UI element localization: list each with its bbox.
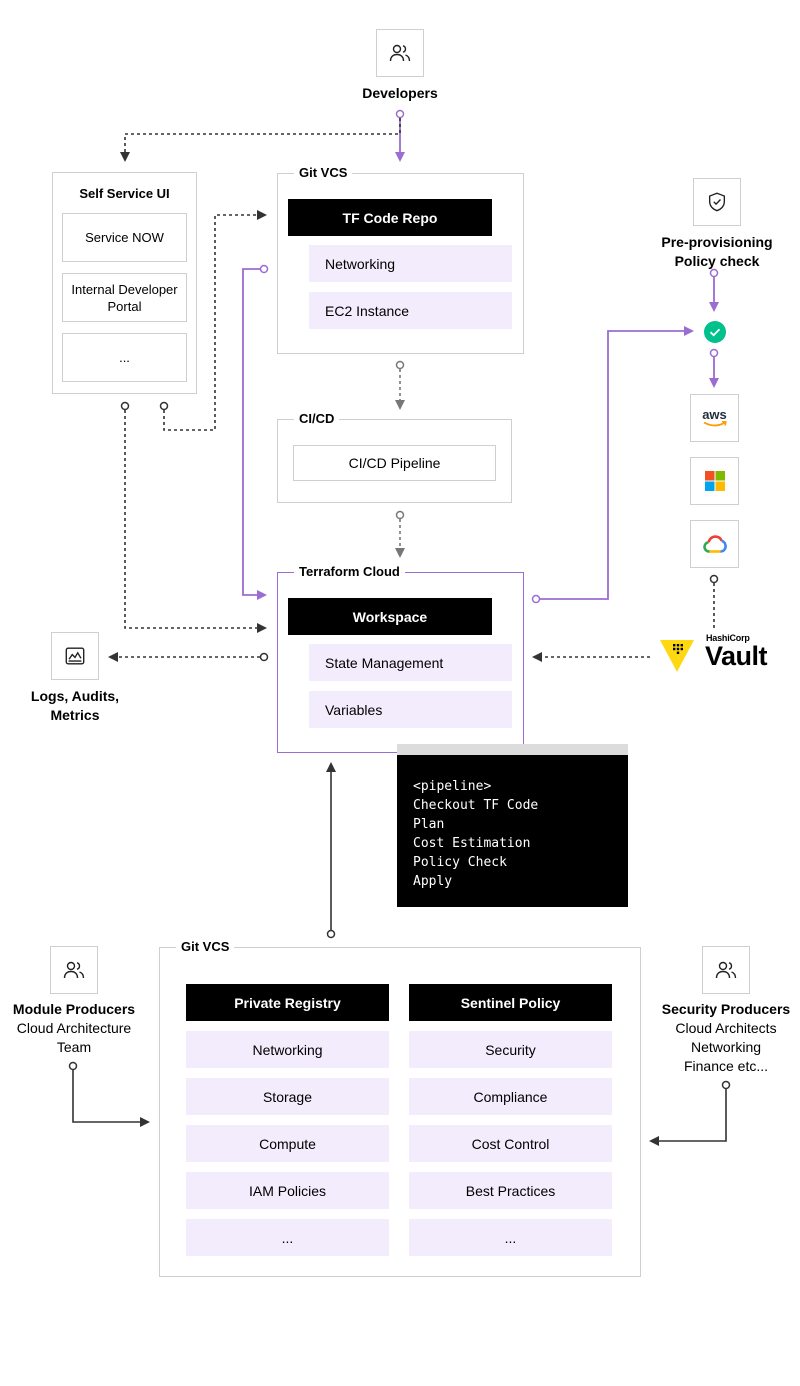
connector-dot bbox=[326, 929, 336, 939]
microsoft-logo bbox=[704, 471, 725, 491]
aws-logo-box[interactable]: aws bbox=[690, 394, 739, 442]
more-tools-box[interactable]: ... bbox=[62, 333, 187, 382]
connector-dot bbox=[709, 574, 719, 584]
pipeline-code-block: <pipeline> Checkout TF Code Plan Cost Es… bbox=[397, 755, 628, 907]
developers-label: Developers bbox=[362, 85, 438, 101]
users-icon bbox=[389, 44, 411, 62]
aws-smile-icon bbox=[703, 420, 727, 426]
sentinel-item-more[interactable]: ... bbox=[409, 1219, 612, 1256]
code-window-titlebar bbox=[397, 744, 628, 755]
connector-terraform-policy bbox=[540, 326, 694, 600]
connector-dot bbox=[709, 268, 719, 278]
users-icon bbox=[715, 961, 737, 979]
connector-dot bbox=[395, 109, 405, 119]
git-vcs-bottom-title: Git VCS bbox=[176, 939, 235, 955]
tf-code-repo-header[interactable]: TF Code Repo bbox=[288, 199, 492, 236]
policy-icon-box bbox=[693, 178, 741, 226]
check-circle-icon bbox=[704, 321, 726, 343]
sentinel-item-security[interactable]: Security bbox=[409, 1031, 612, 1068]
connector-dot bbox=[68, 1061, 78, 1071]
connector-dot bbox=[709, 348, 719, 358]
service-now-box[interactable]: Service NOW bbox=[62, 213, 187, 262]
registry-item-storage[interactable]: Storage bbox=[186, 1078, 389, 1115]
sentinel-item-best-practices[interactable]: Best Practices bbox=[409, 1172, 612, 1209]
registry-item-networking[interactable]: Networking bbox=[186, 1031, 389, 1068]
registry-item-more[interactable]: ... bbox=[186, 1219, 389, 1256]
logs-icon-box bbox=[51, 632, 99, 680]
vault-name-label: Vault bbox=[705, 641, 768, 671]
monitor-chart-icon bbox=[65, 647, 85, 665]
connector-developers-selfservice bbox=[120, 118, 401, 162]
connector-dot bbox=[159, 401, 169, 411]
sentinel-item-cost-control[interactable]: Cost Control bbox=[409, 1125, 612, 1162]
code-line: Apply bbox=[413, 874, 453, 889]
connector-selfservice-gitvcs bbox=[163, 210, 267, 431]
repo-item-networking[interactable]: Networking bbox=[309, 245, 512, 282]
variables-item[interactable]: Variables bbox=[309, 691, 512, 728]
code-line: Cost Estimation bbox=[413, 836, 531, 851]
self-service-title: Self Service UI bbox=[79, 186, 170, 201]
connector-dot bbox=[531, 594, 541, 604]
logs-label: Logs, Audits,Metrics bbox=[30, 688, 120, 723]
security-producers-icon-box bbox=[702, 946, 750, 994]
connector-dot bbox=[259, 652, 269, 662]
registry-item-iam-policies[interactable]: IAM Policies bbox=[186, 1172, 389, 1209]
aws-logo: aws bbox=[702, 406, 727, 422]
sentinel-item-compliance[interactable]: Compliance bbox=[409, 1078, 612, 1115]
connector-security-producers bbox=[649, 1089, 727, 1146]
registry-item-compute[interactable]: Compute bbox=[186, 1125, 389, 1162]
google-cloud-logo-box[interactable] bbox=[690, 520, 739, 568]
vault-triangle-icon bbox=[660, 640, 694, 672]
vault-brand-label: HashiCorp bbox=[706, 633, 750, 643]
connector-dot bbox=[259, 264, 269, 274]
developers-icon-box bbox=[376, 29, 424, 77]
shield-check-icon bbox=[708, 192, 726, 212]
connector-module-producers bbox=[72, 1070, 150, 1127]
microsoft-logo-box[interactable] bbox=[690, 457, 739, 505]
module-producers-icon-box bbox=[50, 946, 98, 994]
vault-logo[interactable]: HashiCorp Vault bbox=[660, 633, 780, 675]
workspace-header[interactable]: Workspace bbox=[288, 598, 492, 635]
internal-developer-portal-box[interactable]: Internal Developer Portal bbox=[62, 273, 187, 322]
sentinel-policy-header[interactable]: Sentinel Policy bbox=[409, 984, 612, 1021]
code-line: Checkout TF Code bbox=[413, 798, 539, 813]
private-registry-header[interactable]: Private Registry bbox=[186, 984, 389, 1021]
google-cloud-logo bbox=[702, 535, 727, 553]
code-line: Policy Check bbox=[413, 855, 507, 870]
state-management-item[interactable]: State Management bbox=[309, 644, 512, 681]
users-icon bbox=[63, 961, 85, 979]
repo-item-ec2[interactable]: EC2 Instance bbox=[309, 292, 512, 329]
code-line: Plan bbox=[413, 817, 445, 832]
connector-dot bbox=[395, 510, 405, 520]
code-line: <pipeline> bbox=[413, 779, 492, 794]
connector-gitvcs-terraform bbox=[242, 268, 267, 600]
connector-dot bbox=[395, 360, 405, 370]
connector-selfservice-terraform bbox=[124, 410, 267, 633]
connector-dot bbox=[120, 401, 130, 411]
cicd-title: CI/CD bbox=[294, 411, 340, 427]
terraform-cloud-title: Terraform Cloud bbox=[294, 564, 405, 580]
connector-dot bbox=[721, 1080, 731, 1090]
git-vcs-top-title: Git VCS bbox=[294, 165, 353, 181]
cicd-pipeline-box[interactable]: CI/CD Pipeline bbox=[293, 445, 496, 481]
